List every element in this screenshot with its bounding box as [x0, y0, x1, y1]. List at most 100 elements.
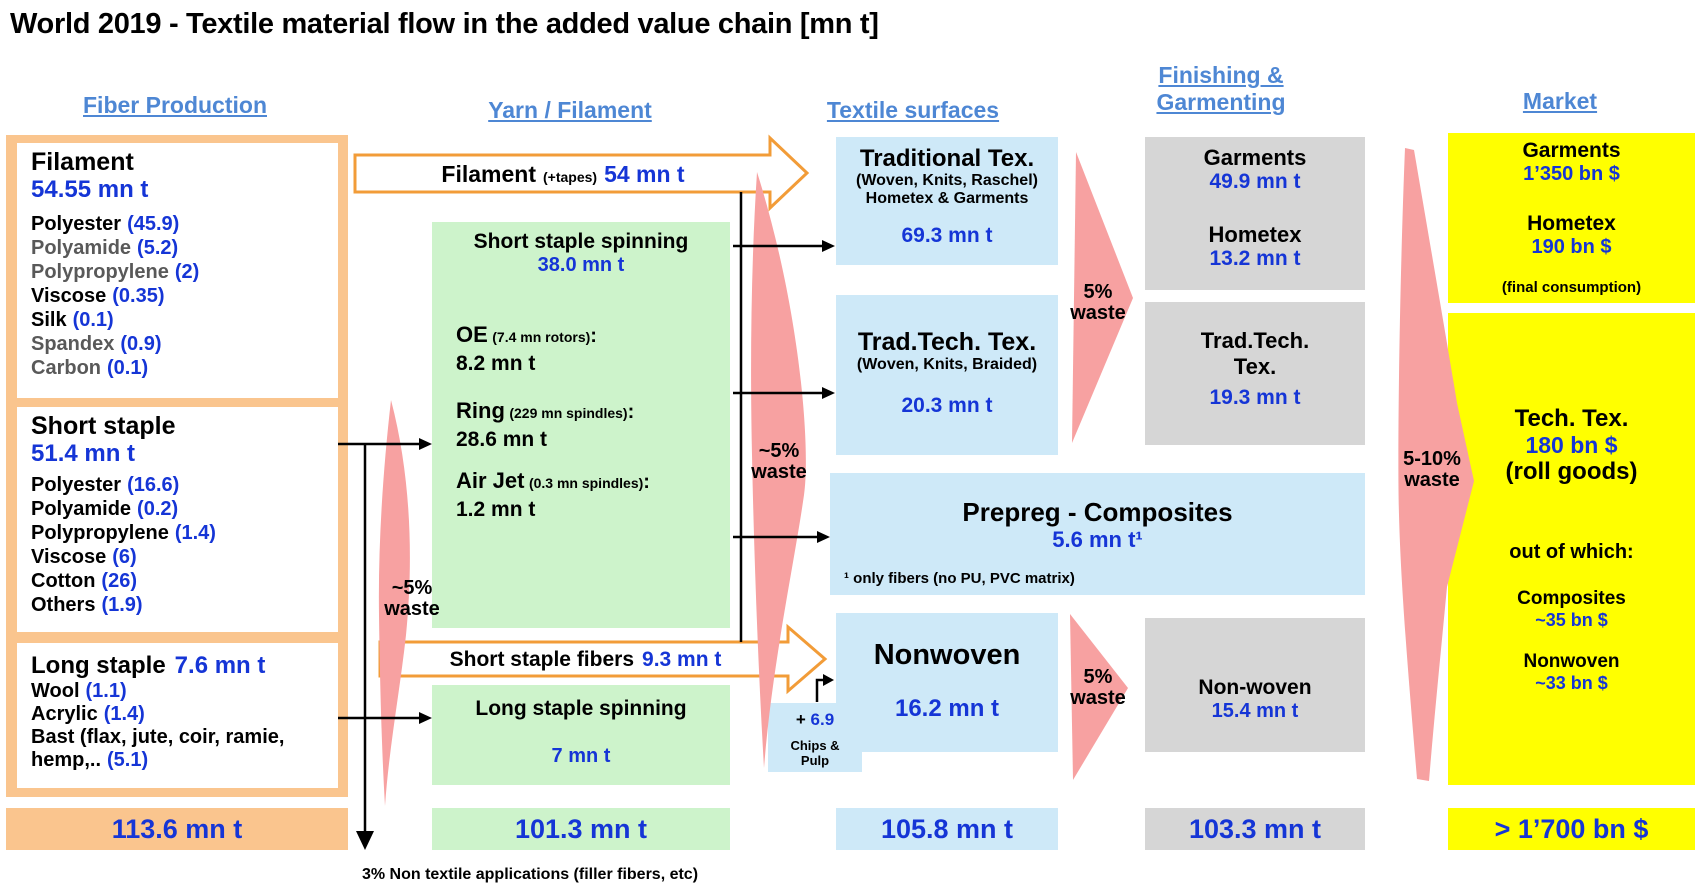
- page-title: World 2019 - Textile material flow in th…: [10, 8, 879, 40]
- nonwoven-market-value: ~33 bn $: [1535, 673, 1608, 693]
- waste-label-finishing-to-market: 5-10% waste: [1403, 448, 1461, 491]
- nonwoven-finishing-box: Non-woven 15.4 mn t: [1145, 618, 1365, 752]
- short-staple-fiber-box: Short staple 51.4 mn t Polyester(16.6) P…: [17, 407, 338, 632]
- waste-label-surfaces-top: 5% waste: [1070, 281, 1126, 324]
- fiber-item: Wool(1.1): [31, 680, 127, 702]
- trad-tech-finishing-value: 19.3 mn t: [1209, 386, 1301, 409]
- chips-pulp-label: Chips &: [790, 738, 840, 753]
- long-staple-spinning-box: Long staple spinning 7 mn t: [432, 685, 730, 785]
- waste-teardrop-fiber-to-yarn: [378, 400, 410, 806]
- short-staple-fibers-arrow-label: Short staple fibers 9.3 mn t: [449, 647, 722, 671]
- hometex-label: Hometex: [1208, 222, 1302, 247]
- prepreg-title: Prepreg - Composites: [962, 497, 1233, 527]
- long-staple-spinning-value: 7 mn t: [551, 745, 611, 767]
- trad-tech-tex-title: Trad.Tech. Tex.: [857, 328, 1037, 356]
- arrowhead: [817, 531, 830, 543]
- fiber-item: Polyamide(0.2): [31, 498, 179, 520]
- market-garments-value: 1’350 bn $: [1523, 163, 1620, 185]
- prepreg-value: 5.6 mn t¹: [1052, 527, 1143, 552]
- filament-flow-arrow: [353, 134, 810, 212]
- trad-tech-tex-value: 20.3 mn t: [901, 394, 993, 417]
- column-header-fiber-production: Fiber Production: [83, 92, 267, 118]
- fiber-item: Carbon(0.1): [31, 357, 149, 379]
- column-header-finishing-garmenting: Finishing & Garmenting: [1156, 62, 1286, 115]
- nonwoven-market-label: Nonwoven: [1523, 651, 1620, 672]
- textile-surfaces-total: 105.8 mn t: [836, 808, 1058, 850]
- fiber-item: Viscose(6): [31, 546, 137, 568]
- fiber-item: Polyester(45.9): [31, 213, 180, 235]
- filament-arrow-label: Filament (+tapes) 54 mn t: [441, 161, 685, 187]
- tech-tex-heading: out of which:: [1509, 541, 1634, 563]
- market-consumer-note: (final consumption): [1501, 279, 1642, 296]
- yarn-filament-total: 101.3 mn t: [432, 808, 730, 850]
- traditional-tex-box: Traditional Tex. (Woven, Knits, Raschel)…: [836, 137, 1058, 265]
- waste-label-fiber-to-yarn: ~5% waste: [384, 577, 440, 620]
- waste-teardrop-yarn-to-surfaces: [751, 172, 806, 768]
- nonwoven-value: 16.2 mn t: [894, 695, 1000, 722]
- market-tech-tex-box: Tech. Tex. 180 bn $ (roll goods) out of …: [1448, 313, 1695, 785]
- waste-triangle-surfaces-top: [1072, 152, 1133, 443]
- arrowhead: [822, 240, 835, 252]
- arrowhead: [823, 674, 834, 686]
- short-staple-fibers-flow-arrow: [378, 623, 828, 695]
- garments-value: 49.9 mn t: [1209, 170, 1301, 193]
- hometex-value: 13.2 mn t: [1209, 247, 1301, 270]
- fiber-item: Polypropylene(2): [31, 261, 200, 283]
- long-staple-spinning-title: Long staple spinning: [475, 697, 687, 720]
- column-header-yarn-filament: Yarn / Filament: [488, 97, 652, 123]
- arrowhead: [419, 712, 432, 724]
- spinning-process-ring: Ring (229 mn spindles): 28.6 mn t: [456, 398, 635, 451]
- filament-title: Filament: [31, 148, 134, 176]
- market-consumer-box: Garments 1’350 bn $ Hometex 190 bn $ (fi…: [1448, 133, 1695, 303]
- chips-to-nonwoven-arrow: [815, 678, 825, 702]
- fiber-item: Silk(0.1): [31, 309, 114, 331]
- arrowhead: [419, 438, 432, 450]
- finishing-garmenting-total: 103.3 mn t: [1145, 808, 1365, 850]
- nonwoven-box: Nonwoven 16.2 mn t: [836, 613, 1058, 752]
- arrowhead-down: [356, 831, 374, 850]
- market-hometex-label: Hometex: [1527, 212, 1616, 235]
- short-staple-spinning-box: Short staple spinning 38.0 mn t OE (7.4 …: [432, 222, 730, 628]
- composites-label: Composites: [1517, 588, 1626, 609]
- trad-tech-tex-subtitle: (Woven, Knits, Braided): [856, 356, 1038, 373]
- fiber-item: Cotton(26): [31, 570, 137, 592]
- fiber-item: Polyamide(5.2): [31, 237, 179, 259]
- spinning-process-oe: OE (7.4 mn rotors): 8.2 mn t: [456, 322, 597, 375]
- prepreg-footnote: ¹ only fibers (no PU, PVC matrix): [844, 570, 1075, 587]
- fiber-item: Bast (flax, jute, coir, ramie, hemp,..(5…: [31, 726, 285, 771]
- market-total: > 1’700 bn $: [1448, 808, 1695, 850]
- market-garments-label: Garments: [1522, 139, 1621, 162]
- waste-triangle-surfaces-bottom: [1070, 614, 1128, 780]
- prepreg-composites-box: Prepreg - Composites 5.6 mn t¹ ¹ only fi…: [830, 473, 1365, 595]
- short-staple-title: Short staple: [31, 412, 176, 440]
- garments-label: Garments: [1203, 145, 1307, 170]
- traditional-tex-title: Traditional Tex.: [859, 145, 1035, 172]
- column-header-textile-surfaces: Textile surfaces: [826, 97, 1000, 123]
- fiber-item: Spandex(0.9): [31, 333, 162, 355]
- fiber-item: Acrylic(1.4): [31, 703, 145, 725]
- short-staple-total: 51.4 mn t: [31, 440, 136, 467]
- traditional-tex-subtitle2: Hometex & Garments: [865, 190, 1029, 207]
- trad-tech-finishing-title: Trad.Tech.: [1200, 328, 1310, 353]
- trad-tech-finishing-box: Trad.Tech. Tex. 19.3 mn t: [1145, 302, 1365, 445]
- waste-arrow-finishing-to-market: [1398, 148, 1474, 781]
- chips-pulp-value: + 6.9: [795, 710, 835, 729]
- filament-total: 54.55 mn t: [31, 176, 149, 203]
- filament-fiber-box: Filament 54.55 mn t Polyester(45.9) Poly…: [17, 143, 338, 398]
- waste-label-surfaces-bottom: 5% waste: [1070, 666, 1126, 709]
- tech-tex-title: Tech. Tex.: [1514, 405, 1629, 432]
- garments-hometex-box: Garments 49.9 mn t Hometex 13.2 mn t: [1145, 137, 1365, 290]
- traditional-tex-value: 69.3 mn t: [901, 224, 993, 247]
- tech-tex-subtitle: (roll goods): [1505, 458, 1638, 485]
- chips-pulp-box: + 6.9 Chips & Pulp: [768, 703, 862, 772]
- short-staple-spinning-title: Short staple spinning: [473, 230, 689, 253]
- fiber-item: Polyester(16.6): [31, 474, 180, 496]
- fiber-production-total: 113.6 mn t: [6, 808, 348, 850]
- nonwoven-finishing-value: 15.4 mn t: [1211, 700, 1299, 722]
- column-header-market: Market: [1522, 88, 1598, 114]
- fiber-item: Polypropylene(1.4): [31, 522, 216, 544]
